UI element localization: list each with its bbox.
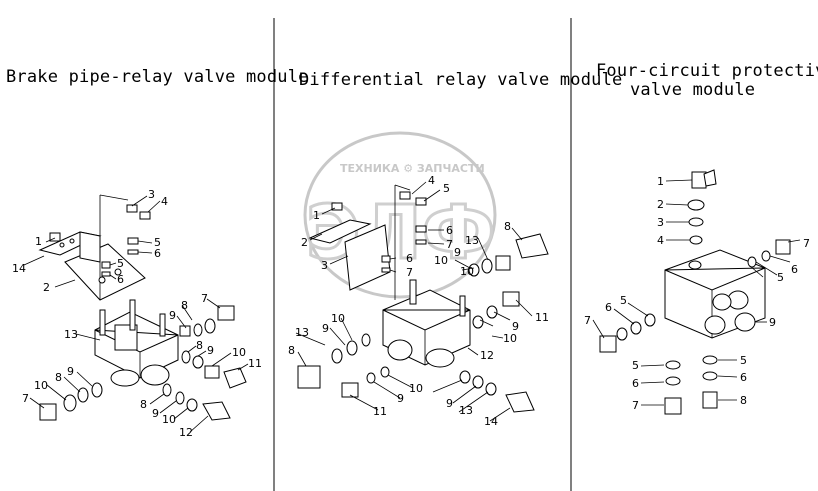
callout-left-12: 12 — [179, 426, 193, 439]
callout-left-9c: 9 — [67, 365, 74, 378]
callout-mid-2: 2 — [301, 236, 308, 249]
callout-left-2: 2 — [43, 281, 50, 294]
callout-left-4: 4 — [161, 195, 168, 208]
callout-left-13: 13 — [64, 328, 78, 341]
callout-mid-14: 14 — [484, 415, 498, 428]
callout-left-9b: 9 — [207, 344, 214, 357]
callout-mid-13c: 13 — [459, 404, 473, 417]
callout-right-9: 9 — [769, 316, 776, 329]
callout-right-2: 2 — [657, 198, 664, 211]
callouts-left: 1 14 2 3 4 5 6 5 6 13 8 9 7 8 9 10 11 9 … — [12, 188, 262, 439]
callout-left-9d: 9 — [152, 407, 159, 420]
callout-right-6a: 6 — [791, 263, 798, 276]
callout-left-8a: 8 — [181, 299, 188, 312]
section-title-differential-relay: Differential relay valve module — [299, 70, 622, 90]
four-circuit-protective-valve-assembly — [592, 169, 801, 415]
section-title-four-circuit: Four-circuit protective — [596, 61, 818, 81]
watermark-text: ТЕХНИКА ⚙ ЗАПЧАСТИ — [340, 162, 485, 175]
callout-mid-7a: 7 — [446, 238, 453, 251]
callout-right-6c: 6 — [632, 377, 639, 390]
callout-mid-8a: 8 — [504, 220, 511, 233]
callout-left-7b: 7 — [22, 392, 29, 405]
callout-left-8d: 8 — [140, 398, 147, 411]
callout-right-6b: 6 — [605, 301, 612, 314]
callout-left-5a: 5 — [154, 236, 161, 249]
section-title-brake-pipe-relay: Brake pipe-relay valve module — [6, 67, 309, 87]
callout-right-3: 3 — [657, 216, 664, 229]
callout-left-3: 3 — [148, 188, 155, 201]
callout-mid-10a: 10 — [434, 254, 448, 267]
differential-relay-valve-assembly — [295, 181, 549, 422]
callouts-middle: 1 2 3 4 5 6 7 6 7 10 13 8 9 10 11 10 9 1… — [288, 174, 549, 428]
callout-left-10b: 10 — [34, 379, 48, 392]
section-title-four-circuit-line2: valve module — [630, 80, 755, 100]
callout-left-5b: 5 — [117, 257, 124, 270]
callout-left-10c: 10 — [162, 413, 176, 426]
callout-left-8b: 8 — [196, 339, 203, 352]
callout-right-6d: 6 — [740, 371, 747, 384]
callout-mid-6a: 6 — [446, 224, 453, 237]
callout-mid-9a: 9 — [454, 246, 461, 259]
callout-left-6a: 6 — [154, 247, 161, 260]
callout-mid-11a: 11 — [535, 311, 549, 324]
callout-mid-10b: 10 — [460, 265, 474, 278]
callout-right-4: 4 — [657, 234, 664, 247]
callout-right-7b: 7 — [584, 314, 591, 327]
callout-right-1: 1 — [657, 175, 664, 188]
callout-mid-10d: 10 — [331, 312, 345, 325]
callout-mid-10e: 10 — [409, 382, 423, 395]
callout-right-5d: 5 — [740, 354, 747, 367]
callout-left-11: 11 — [248, 357, 262, 370]
callout-right-7a: 7 — [803, 237, 810, 250]
callout-left-7a: 7 — [201, 292, 208, 305]
callout-right-5a: 5 — [777, 271, 784, 284]
callout-mid-4: 4 — [428, 174, 435, 187]
callout-left-10a: 10 — [232, 346, 246, 359]
callout-mid-13a: 13 — [465, 234, 479, 247]
callout-mid-12: 12 — [480, 349, 494, 362]
callout-left-14: 14 — [12, 262, 26, 275]
brake-pipe-relay-valve-assembly — [23, 194, 249, 433]
callout-right-5b: 5 — [620, 294, 627, 307]
callout-mid-10c: 10 — [503, 332, 517, 345]
callout-right-5c: 5 — [632, 359, 639, 372]
callout-mid-6b: 6 — [406, 252, 413, 265]
callout-mid-1: 1 — [313, 209, 320, 222]
callouts-right: 1 2 3 4 5 6 7 5 6 7 9 5 6 7 5 6 8 — [584, 175, 810, 412]
callout-left-9a: 9 — [169, 309, 176, 322]
callout-left-8c: 8 — [55, 371, 62, 384]
callout-left-1: 1 — [35, 235, 42, 248]
callout-mid-5: 5 — [443, 182, 450, 195]
callout-left-6b: 6 — [117, 273, 124, 286]
callout-mid-9b: 9 — [512, 320, 519, 333]
callout-mid-13b: 13 — [295, 326, 309, 339]
callout-mid-11b: 11 — [373, 405, 387, 418]
callout-mid-9d: 9 — [397, 392, 404, 405]
callout-right-7c: 7 — [632, 399, 639, 412]
callout-mid-9c: 9 — [322, 322, 329, 335]
callout-right-8: 8 — [740, 394, 747, 407]
callout-mid-7b: 7 — [406, 266, 413, 279]
callout-mid-9e: 9 — [446, 397, 453, 410]
callout-mid-3: 3 — [321, 259, 328, 272]
callout-mid-8b: 8 — [288, 344, 295, 357]
